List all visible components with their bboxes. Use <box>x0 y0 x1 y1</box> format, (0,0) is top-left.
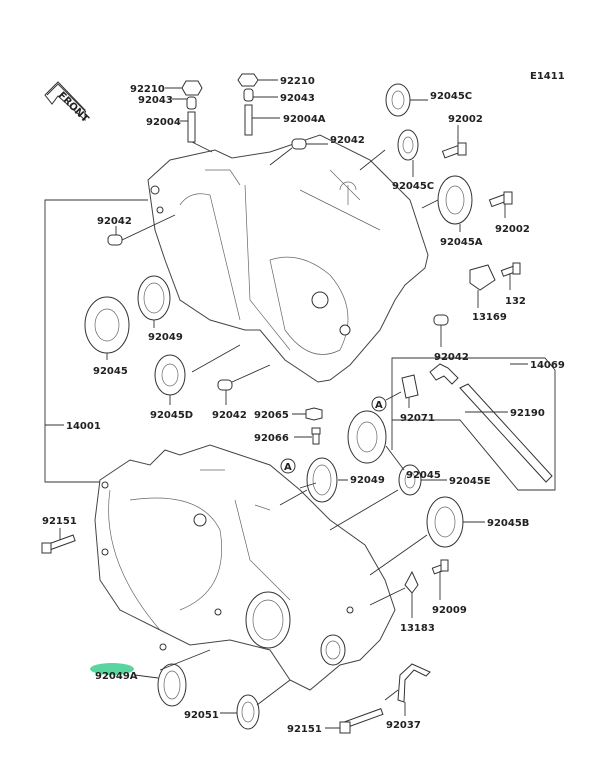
label-13183[interactable]: 13183 <box>400 623 435 634</box>
label-92042[interactable]: 92042 <box>330 135 365 146</box>
bolt-92151 <box>339 708 384 734</box>
front-label: FRONT <box>56 90 91 125</box>
dowel-pin <box>291 138 307 150</box>
label-92045A[interactable]: 92045A <box>440 237 483 248</box>
nut-92210 <box>181 80 203 96</box>
plate-13169 <box>469 264 496 291</box>
collar-92071 <box>401 374 419 399</box>
seal-92051 <box>236 694 260 730</box>
label-92071[interactable]: 92071 <box>400 413 435 424</box>
callout-a: A <box>371 396 387 412</box>
bearing-92045B <box>426 496 464 548</box>
elbow-fitting <box>429 363 459 385</box>
highlight-marker <box>90 663 134 675</box>
label-92190[interactable]: 92190 <box>510 408 545 419</box>
label-92066[interactable]: 92066 <box>254 433 289 444</box>
seal-92049A <box>157 663 187 707</box>
label-92042[interactable]: 92042 <box>212 410 247 421</box>
label-92049[interactable]: 92049 <box>148 332 183 343</box>
bearing-92045D <box>154 354 186 396</box>
bolt-92002 <box>488 191 513 208</box>
label-92045E[interactable]: 92045E <box>449 476 491 487</box>
label-92042[interactable]: 92042 <box>97 216 132 227</box>
label-92051[interactable]: 92051 <box>184 710 219 721</box>
label-92210[interactable]: 92210 <box>130 84 165 95</box>
upper-crankcase-half <box>147 134 429 383</box>
label-13169[interactable]: 13169 <box>472 312 507 323</box>
label-92151[interactable]: 92151 <box>42 516 77 527</box>
bracket-13183 <box>404 570 419 594</box>
label-92049[interactable]: 92049 <box>350 475 385 486</box>
callout-a: A <box>280 458 296 474</box>
stud-92004 <box>187 111 196 143</box>
seal-92049 <box>306 457 338 503</box>
stud-92004A <box>244 104 253 136</box>
front-arrow-icon: FRONT <box>44 81 91 125</box>
label-92049A[interactable]: 92049A <box>95 671 138 682</box>
label-92037[interactable]: 92037 <box>386 720 421 731</box>
bolt-92151 <box>41 534 76 554</box>
collar-92043 <box>243 88 254 102</box>
bearing-92045C <box>397 129 419 161</box>
clamp-92037 <box>397 663 431 703</box>
seal-92049 <box>137 275 171 321</box>
bearing-92045C <box>385 83 411 117</box>
svg-text:A: A <box>375 400 383 411</box>
label-92004A[interactable]: 92004A <box>283 114 326 125</box>
label-92002[interactable]: 92002 <box>495 224 530 235</box>
label-92045[interactable]: 92045 <box>93 366 128 377</box>
label-14069[interactable]: 14069 <box>530 360 565 371</box>
label-92045C[interactable]: 92045C <box>430 91 472 102</box>
svg-text:A: A <box>284 462 292 473</box>
bearing-92045 <box>84 296 130 354</box>
label-92210[interactable]: 92210 <box>280 76 315 87</box>
label-92151[interactable]: 92151 <box>287 724 322 735</box>
label-92043[interactable]: 92043 <box>280 93 315 104</box>
label-14001[interactable]: 14001 <box>66 421 101 432</box>
bolt-92066 <box>311 427 321 445</box>
label-92004[interactable]: 92004 <box>146 117 181 128</box>
label-92045D[interactable]: 92045D <box>150 410 193 421</box>
label-92045[interactable]: 92045 <box>406 470 441 481</box>
dowel-pin <box>107 234 123 246</box>
label-92043[interactable]: 92043 <box>138 95 173 106</box>
bearing-92045 <box>347 410 387 464</box>
label-92002[interactable]: 92002 <box>448 114 483 125</box>
dowel-pin <box>217 379 233 391</box>
label-92045C[interactable]: 92045C <box>392 181 434 192</box>
label-92065[interactable]: 92065 <box>254 410 289 421</box>
label-92045B[interactable]: 92045B <box>487 518 529 529</box>
label-92042[interactable]: 92042 <box>434 352 469 363</box>
nut-92065 <box>305 407 323 421</box>
bolt-132 <box>500 262 521 277</box>
nut-92210 <box>237 73 259 87</box>
dowel-pin <box>433 314 449 326</box>
diagram-code: E1411 <box>530 71 565 82</box>
label-92009[interactable]: 92009 <box>432 605 467 616</box>
label-132[interactable]: 132 <box>505 296 526 307</box>
bolt-92002 <box>441 142 467 159</box>
bearing-92045A <box>437 175 473 225</box>
collar-92043 <box>186 96 197 110</box>
pipe-92190 <box>459 383 553 483</box>
lower-crankcase-half <box>94 444 396 691</box>
